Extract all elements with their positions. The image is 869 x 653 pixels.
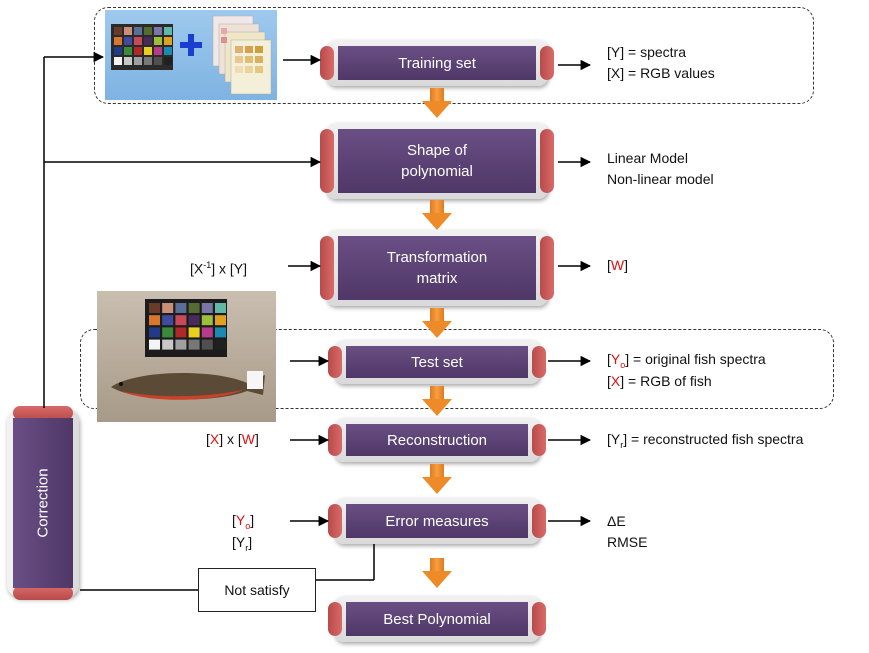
training-x-output: [X] = RGB values [607,65,715,81]
color-patch [201,327,213,338]
correction-box: Correction [7,406,79,600]
color-patch [149,315,160,326]
color-patch [154,27,162,35]
color-patch [175,315,187,326]
color-patch [215,339,226,350]
correction-label: Correction [34,468,52,538]
yo-output: [Yo] = original fish spectra [607,351,766,370]
reconstruction-box: Reconstruction [328,418,546,462]
color-patch [149,339,160,350]
nonlinear-model-output: Non-linear model [607,171,714,187]
color-patch [164,57,172,65]
down-arrow-icon [422,88,452,118]
color-patch [124,27,132,35]
down-arrow-icon [422,464,452,494]
down-arrow-icon [422,308,452,338]
color-patch [188,315,200,326]
down-arrow-icon [422,386,452,416]
color-patch [188,339,200,350]
training-set-box: Training set [320,40,554,86]
error-input-yr-label: [Yr] [232,534,253,553]
fish-photo [97,291,276,422]
color-patch [175,327,187,338]
color-patch [164,37,172,45]
color-patch [188,303,200,313]
color-patch [154,57,162,65]
reconstruction-input-label: [X] x [W] [206,431,259,447]
color-patch [134,27,142,35]
color-patch [175,303,187,313]
color-patch [215,315,226,326]
training-set-image [105,10,277,100]
color-patch [201,303,213,313]
best-polynomial-label: Best Polynomial [383,610,491,628]
color-checker-chart [149,303,226,350]
color-patch [162,339,174,350]
best-polynomial-box: Best Polynomial [328,596,546,642]
color-patch [149,303,160,313]
yr-output: [Yr] = reconstructed fish spectra [607,431,804,450]
color-patch [144,57,152,65]
linear-model-output: Linear Model [607,150,688,166]
color-patch [134,37,142,45]
color-patch [124,47,132,55]
color-patch [149,327,160,338]
training-y-output: [Y] = spectra [607,44,686,60]
color-patch [154,37,162,45]
error-measures-label: Error measures [385,512,489,530]
x-fish-output: [X] = RGB of fish [607,373,712,389]
color-patch [162,303,174,313]
color-patch [114,27,122,35]
color-patch [188,327,200,338]
down-arrow-icon [422,558,452,588]
color-patch [124,37,132,45]
color-patch [162,315,174,326]
color-checker-chart [114,27,172,65]
color-patch [201,315,213,326]
color-patch [134,47,142,55]
color-patch [154,47,162,55]
color-patch [114,37,122,45]
color-patch [134,57,142,65]
color-patch [164,47,172,55]
not-satisfy-box: Not satisfy [198,568,316,612]
reconstruction-label: Reconstruction [386,431,488,449]
delta-e-output: ΔE [607,513,626,529]
error-measures-box: Error measures [328,498,546,544]
error-input-yo-label: [Yo] [232,512,255,531]
w-output: [W] [607,257,628,273]
training-set-label: Training set [398,54,476,72]
color-patch [114,57,122,65]
test-set-box: Test set [328,340,546,384]
transform-input-label: [X-1] x [Y] [190,260,248,277]
color-patch [175,339,187,350]
color-patch [164,27,172,35]
color-patch [144,27,152,35]
color-patch [201,339,213,350]
color-patch [144,37,152,45]
color-patch [162,327,174,338]
testset-group-outline [80,329,834,409]
test-set-label: Test set [411,353,463,371]
color-patch [144,47,152,55]
color-patch [215,327,226,338]
rmse-output: RMSE [607,534,648,550]
color-patch [124,57,132,65]
color-patch [215,303,226,313]
down-arrow-icon [422,200,452,230]
color-patch [114,47,122,55]
